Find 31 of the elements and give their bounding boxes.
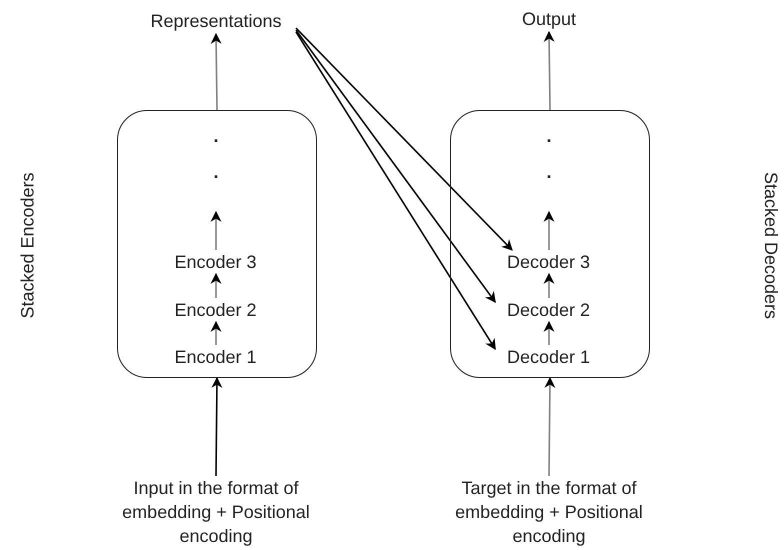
arrow bbox=[544, 210, 554, 250]
stack-caption: Stacked Encoders bbox=[18, 172, 39, 318]
arrow bbox=[210, 32, 222, 110]
node-label: Encoder 3 bbox=[160, 250, 272, 274]
node-label: Representations bbox=[136, 8, 296, 34]
arrow bbox=[544, 272, 554, 298]
node-label: Output bbox=[509, 6, 589, 32]
arrow bbox=[210, 210, 222, 250]
node-label: Decoder 2 bbox=[492, 298, 604, 322]
arrow bbox=[544, 320, 554, 345]
arrow bbox=[210, 272, 222, 298]
stack-box bbox=[450, 110, 650, 378]
arrow bbox=[544, 30, 555, 110]
arrow bbox=[210, 320, 222, 345]
node-label: Input in the format of embedding + Positional encoding bbox=[96, 476, 336, 548]
arrow bbox=[544, 376, 556, 476]
ellipsis-dot: . bbox=[546, 126, 552, 146]
node-label: Encoder 2 bbox=[160, 298, 272, 322]
stack-caption: Stacked Decoders bbox=[760, 171, 781, 319]
node-label: Decoder 3 bbox=[492, 250, 604, 274]
node-label: Target in the format of embedding + Positional encoding bbox=[429, 476, 669, 548]
arrow bbox=[295, 30, 496, 303]
stack-box bbox=[117, 110, 317, 378]
arrow bbox=[295, 32, 496, 350]
ellipsis-dot: . bbox=[214, 162, 219, 182]
node-label: Decoder 1 bbox=[492, 344, 604, 368]
arrow bbox=[211, 376, 222, 476]
ellipsis-dot: . bbox=[546, 162, 552, 182]
ellipsis-dot: . bbox=[214, 126, 219, 146]
node-label: Encoder 1 bbox=[160, 344, 272, 368]
arrow bbox=[295, 27, 513, 251]
